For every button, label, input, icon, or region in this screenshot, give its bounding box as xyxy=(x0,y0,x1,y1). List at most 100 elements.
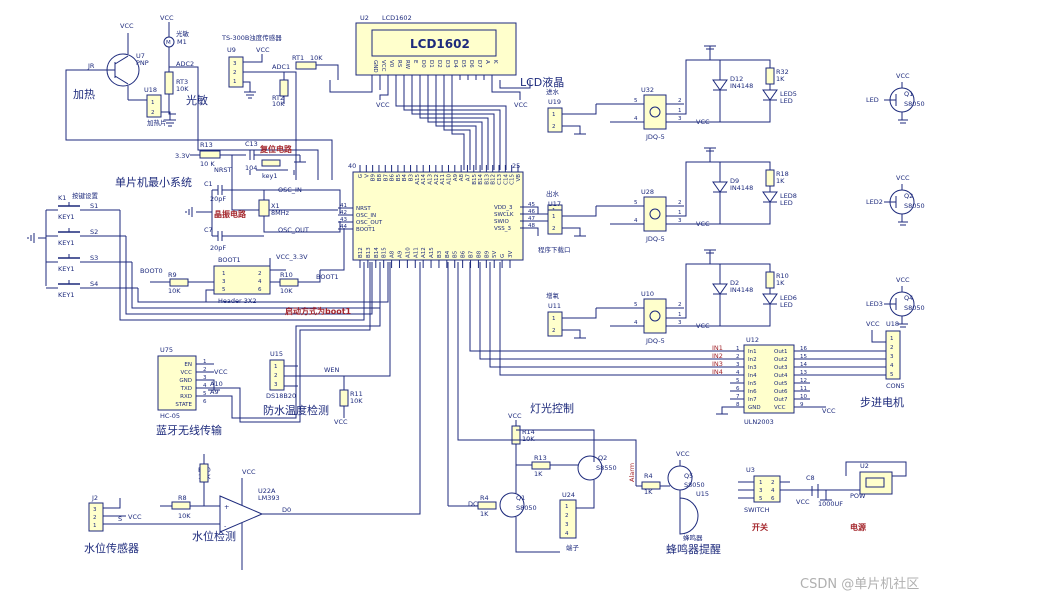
svg-text:VCC: VCC xyxy=(160,14,174,22)
svg-text:10 K: 10 K xyxy=(200,160,215,168)
mcu-left-num: 44 xyxy=(340,224,347,230)
mcu-bottom-pin: A11 xyxy=(413,247,419,258)
svg-text:2: 2 xyxy=(258,271,262,277)
mcu-left-pin: BOOT1 xyxy=(356,227,375,233)
svg-text:U9: U9 xyxy=(227,46,236,54)
heater-label: 加热 xyxy=(73,88,95,101)
uln-out: Out2 xyxy=(774,357,787,363)
keys-label: 按键设置 xyxy=(72,191,99,200)
relay-conn: U11 xyxy=(548,302,561,310)
uln-lnum: 5 xyxy=(736,378,740,384)
reset-circuit: 3.3V R13 10 K C13 104 复位电路 key1 NRST xyxy=(175,140,338,211)
mcu-top-pin: B3 xyxy=(409,174,415,182)
lcd-title: LCD1602 xyxy=(410,37,470,51)
relay-led-type: LED xyxy=(780,199,793,207)
svg-text:VCC: VCC xyxy=(120,22,134,30)
svg-text:DS18B20: DS18B20 xyxy=(266,392,296,400)
svg-text:U2: U2 xyxy=(860,462,869,470)
bt-pin-num: 3 xyxy=(203,375,207,381)
svg-text:ADC1: ADC1 xyxy=(272,63,290,71)
light-sensor: VCC 光敏 M M1 RT3 10K ADC2 光敏 xyxy=(160,14,319,180)
uln-out: Out6 xyxy=(774,389,788,395)
mcu-bottom-pin: 3V xyxy=(508,251,514,258)
svg-text:VCC: VCC xyxy=(514,101,528,109)
mcu-top-pin: V xyxy=(364,174,370,178)
relay-res: R18 xyxy=(776,170,789,178)
svg-text:3: 3 xyxy=(678,320,682,326)
mcu-top-pin: B15 xyxy=(472,174,478,185)
relay-q: Q1 xyxy=(904,90,913,98)
svg-text:1000UF: 1000UF xyxy=(818,500,843,508)
mcu-top-pin: A8 xyxy=(459,174,465,182)
lcd-pin-label: RS xyxy=(396,60,402,68)
svg-text:Q2: Q2 xyxy=(598,454,607,462)
mcu-top-pin: A9 xyxy=(453,174,459,182)
uln-rnum: 15 xyxy=(800,354,807,360)
svg-text:+: + xyxy=(224,503,229,511)
svg-text:R9: R9 xyxy=(168,271,177,279)
uln-out: VCC xyxy=(774,405,786,411)
relay-led: LED8 xyxy=(780,192,797,200)
svg-text:1: 1 xyxy=(233,79,237,85)
svg-text:U12: U12 xyxy=(746,336,759,344)
relay-q-model: S8050 xyxy=(904,202,925,210)
svg-text:R8: R8 xyxy=(178,494,187,502)
uln-out: Out4 xyxy=(774,373,788,379)
svg-text:VCC: VCC xyxy=(822,407,836,415)
relay-q-led: LED xyxy=(866,96,879,104)
lcd-pin-label: K xyxy=(492,60,498,64)
mcu-bottom-pin: A9 xyxy=(397,250,403,258)
lcd-pin-label: D2 xyxy=(436,60,442,68)
svg-text:S8550: S8550 xyxy=(596,464,617,472)
svg-text:3: 3 xyxy=(222,279,226,285)
key-net: S1 xyxy=(90,202,98,210)
bt-pin-num: 4 xyxy=(203,383,207,389)
lcd-pin-label: D6 xyxy=(468,60,474,68)
relay-q-vcc: VCC xyxy=(896,174,910,182)
svg-text:SWITCH: SWITCH xyxy=(744,506,770,514)
relay-q-led: LED3 xyxy=(866,300,883,308)
uln-out: Out3 xyxy=(774,365,788,371)
uln-in: In6 xyxy=(748,389,757,395)
svg-text:3: 3 xyxy=(565,522,569,528)
relay-unit: U32JDQ-5VCC54213U1912进水D12IN4148R321KLED… xyxy=(546,45,925,141)
svg-text:104: 104 xyxy=(245,164,257,172)
svg-text:DC: DC xyxy=(468,500,478,508)
mcu-top-pin: A14 xyxy=(421,174,427,185)
svg-text:2: 2 xyxy=(552,328,556,334)
bt-pin: EN xyxy=(184,362,192,368)
svg-text:20pF: 20pF xyxy=(210,244,226,252)
mcu-right-num: 46 xyxy=(528,209,535,215)
svg-text:POW: POW xyxy=(850,492,866,500)
mcu-top-pin: C15 xyxy=(510,174,516,185)
relay-res: R10 xyxy=(776,272,789,280)
svg-text:C7: C7 xyxy=(204,226,213,234)
relay-led-type: LED xyxy=(780,97,793,105)
relay-ref: U28 xyxy=(641,188,654,196)
svg-text:2: 2 xyxy=(93,515,97,521)
temperature-sensor: U15 123 DS18B20 WEN R11 10K VCC 防水温度检测 xyxy=(263,262,391,426)
water-label: 水位传感器 xyxy=(84,541,139,555)
svg-text:2: 2 xyxy=(151,110,155,116)
mcu-bottom-pin: A10 xyxy=(405,247,411,258)
lcd-pin-label: A xyxy=(484,60,490,64)
relay-q-model: S8050 xyxy=(904,304,925,312)
svg-text:3: 3 xyxy=(274,382,278,388)
relay-led: LED6 xyxy=(780,294,797,302)
svg-text:5: 5 xyxy=(222,287,226,293)
relay-diode: D9 xyxy=(730,177,739,185)
svg-text:Q1: Q1 xyxy=(516,494,525,502)
relay-diode-model: IN4148 xyxy=(730,286,753,294)
svg-text:R4: R4 xyxy=(480,494,489,502)
svg-text:3.3V: 3.3V xyxy=(175,152,190,160)
mcu-right-num: 47 xyxy=(528,216,535,222)
mcu-top-pin: B9 xyxy=(371,174,377,182)
mcu-bottom-pin: B15 xyxy=(382,247,388,258)
svg-text:5: 5 xyxy=(634,200,638,206)
svg-text:S8050: S8050 xyxy=(684,481,705,489)
mcu-bottom-pin: B5 xyxy=(453,250,459,258)
mcu-top-pin: A15 xyxy=(415,174,421,185)
